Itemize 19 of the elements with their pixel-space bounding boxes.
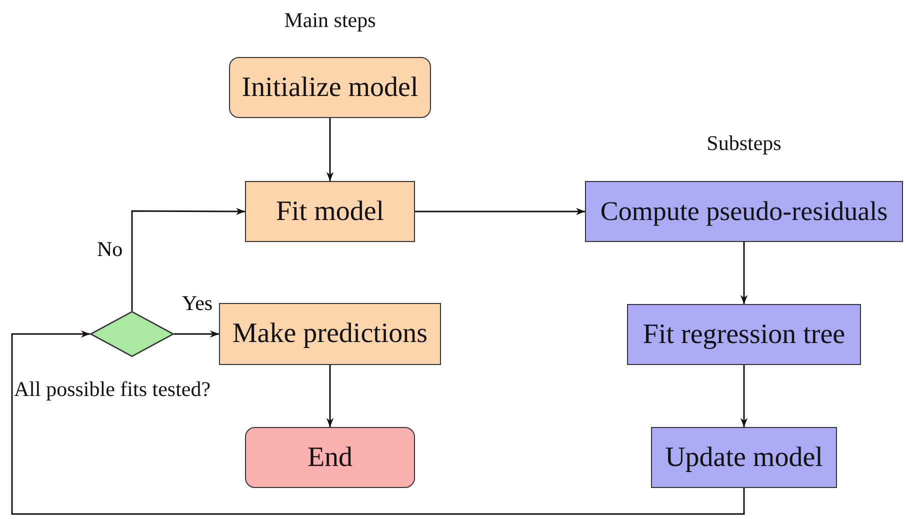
substep-box: Update model — [651, 427, 837, 488]
arrow — [326, 118, 334, 181]
end-box: End — [245, 427, 415, 488]
arrow — [326, 365, 334, 427]
substep-box: Compute pseudo-residuals — [585, 181, 903, 242]
arrow — [740, 242, 748, 304]
arrow — [740, 365, 748, 427]
section-heading: Substeps — [706, 131, 782, 156]
process-box: Fit model — [245, 181, 415, 242]
substep-box: Fit regression tree — [627, 304, 861, 365]
arrow — [415, 208, 585, 216]
process-box: Make predictions — [219, 303, 441, 365]
arrow — [11, 330, 745, 515]
diamond-shape — [90, 311, 174, 357]
arrow — [131, 208, 245, 311]
condition-text: All possible fits tested? — [14, 377, 211, 402]
arrow — [174, 330, 219, 338]
start-box: Initialize model — [229, 57, 431, 118]
section-heading: Main steps — [284, 8, 376, 33]
